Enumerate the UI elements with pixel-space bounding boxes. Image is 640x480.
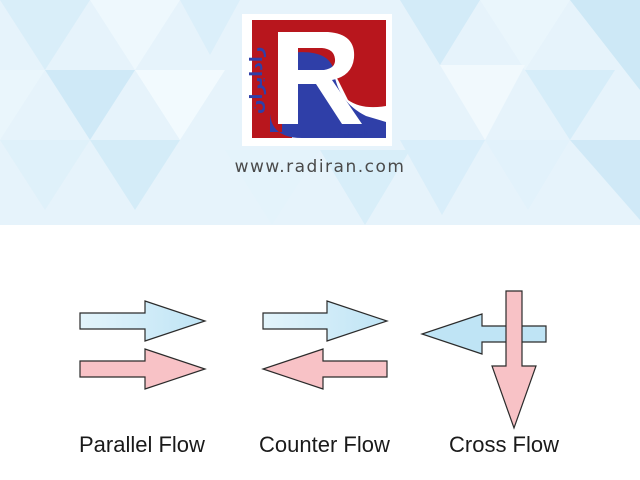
website-url: www.radiran.com: [234, 157, 406, 177]
parallel-flow-group: [79, 300, 207, 390]
logo-founded-text: تاسیس ۱۳۴۶: [324, 128, 368, 137]
header-banner: رادایران تاسیس ۱۳۴۶ www.radiran.com: [0, 0, 640, 225]
parallel-hot-arrow: [79, 348, 207, 390]
cross-flow-group: [420, 290, 547, 430]
logo-graphic: رادایران تاسیس ۱۳۴۶: [242, 14, 392, 146]
cross-cold-arrow: [420, 313, 547, 355]
radiran-logo: رادایران تاسیس ۱۳۴۶: [242, 14, 392, 146]
counter-cold-arrow: [262, 300, 389, 342]
counter-hot-arrow: [261, 348, 388, 390]
counter-flow-label: Counter Flow: [259, 432, 390, 457]
logo-brand-name: رادایران: [247, 47, 267, 114]
parallel-flow-label: Parallel Flow: [79, 432, 205, 457]
cross-hot-arrow: [491, 290, 537, 430]
cross-flow-label: Cross Flow: [449, 432, 560, 457]
counter-flow-group: [261, 300, 389, 390]
parallel-cold-arrow: [79, 300, 207, 342]
